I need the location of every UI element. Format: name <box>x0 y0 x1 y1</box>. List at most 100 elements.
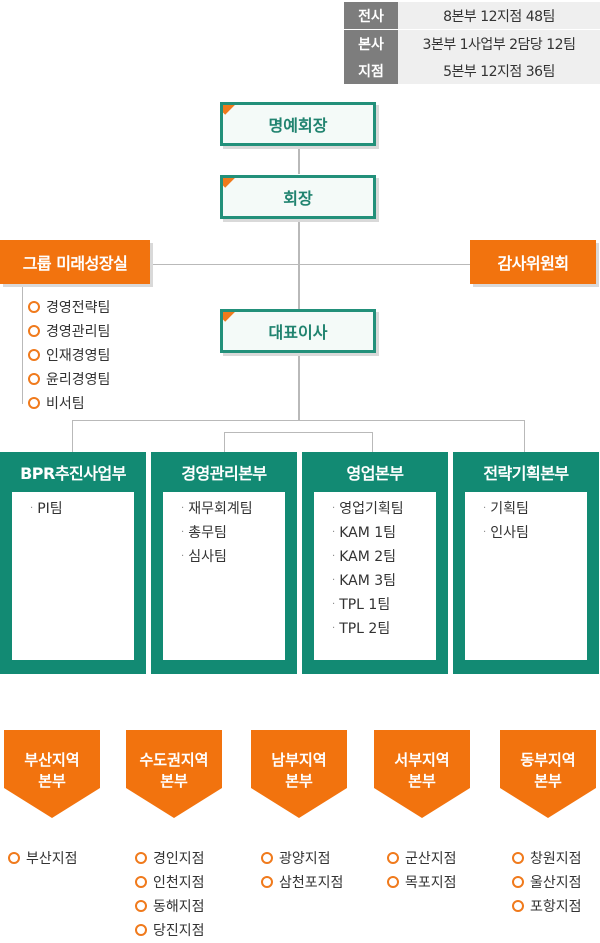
connector-line <box>72 420 524 421</box>
dot-bullet-icon: · <box>332 622 336 634</box>
circle-bullet-icon <box>387 876 399 888</box>
summary-key: 전사 <box>344 2 398 29</box>
division-team-label: TPL 1팀 <box>339 597 391 613</box>
branch-label: 경인지점 <box>153 851 205 867</box>
branch-label: 군산지점 <box>405 851 457 867</box>
dot-bullet-icon: · <box>332 598 336 610</box>
division-panel: ·영업기획팀 ·KAM 1팀 ·KAM 2팀 ·KAM 3팀 ·TPL 1팀 ·… <box>314 492 436 660</box>
branch-item: 군산지점 <box>387 848 457 868</box>
division-team-label: KAM 1팀 <box>339 525 397 541</box>
division-management: 경영관리본부 ·재무회계팀 ·총무팀 ·심사팀 <box>151 452 297 674</box>
circle-bullet-icon <box>512 876 524 888</box>
honorary-chairman-box: 명예회장 <box>220 102 376 146</box>
division-team-item: ·심사팀 <box>181 546 227 566</box>
dot-bullet-icon: · <box>332 550 336 562</box>
division-team-label: PI팀 <box>37 501 63 517</box>
ceo-team-label: 경영전략팀 <box>46 300 111 316</box>
circle-bullet-icon <box>512 900 524 912</box>
division-team-item: ·TPL 1팀 <box>332 594 390 614</box>
summary-row-headquarters: 본사 3본부 1사업부 2담당 12팀 <box>344 30 600 57</box>
chevron-shape <box>126 730 222 818</box>
ceo-team-label: 비서팀 <box>46 396 85 412</box>
branch-item: 당진지점 <box>135 920 205 940</box>
branch-item: 목포지점 <box>387 872 457 892</box>
branch-item: 울산지점 <box>512 872 582 892</box>
connector-line <box>150 264 470 265</box>
ceo-team-item: 윤리경영팀 <box>28 369 110 389</box>
circle-bullet-icon <box>28 373 40 385</box>
circle-bullet-icon <box>512 852 524 864</box>
branch-label: 목포지점 <box>405 875 457 891</box>
division-panel: ·PI팀 <box>12 492 134 660</box>
circle-bullet-icon <box>28 301 40 313</box>
chairman-label: 회장 <box>283 189 313 208</box>
circle-bullet-icon <box>8 852 20 864</box>
division-title: 영업본부 <box>346 464 404 483</box>
corner-flag-decoration <box>223 312 250 322</box>
division-panel: ·기획팀 ·인사팀 <box>465 492 587 660</box>
division-team-item: ·KAM 3팀 <box>332 570 396 590</box>
division-team-label: KAM 3팀 <box>339 573 397 589</box>
division-team-label: 영업기획팀 <box>339 501 404 517</box>
circle-bullet-icon <box>28 397 40 409</box>
circle-bullet-icon <box>135 900 147 912</box>
circle-bullet-icon <box>135 852 147 864</box>
division-team-label: 재무회계팀 <box>188 501 253 517</box>
circle-bullet-icon <box>28 349 40 361</box>
corner-flag-decoration <box>223 178 250 188</box>
summary-key: 지점 <box>344 57 398 84</box>
connector-line <box>298 146 300 174</box>
connector-line <box>372 432 373 452</box>
branch-item: 부산지점 <box>8 848 78 868</box>
division-title: BPR추진사업부 <box>20 464 126 483</box>
summary-key: 본사 <box>344 30 398 57</box>
branch-item: 동해지점 <box>135 896 205 916</box>
audit-committee-box: 감사위원회 <box>470 240 596 284</box>
ceo-team-label: 윤리경영팀 <box>46 372 111 388</box>
ceo-team-label: 경영관리팀 <box>46 324 111 340</box>
ceo-box: 대표이사 <box>220 309 376 353</box>
division-title: 전략기획본부 <box>483 464 569 483</box>
division-team-item: ·TPL 2팀 <box>332 618 390 638</box>
honorary-chairman-label: 명예회장 <box>268 116 328 135</box>
summary-value: 8본부 12지점 48팀 <box>398 2 600 29</box>
branch-item: 삼천포지점 <box>261 872 343 892</box>
division-team-item: ·인사팀 <box>483 522 529 542</box>
branch-label: 창원지점 <box>530 851 582 867</box>
ceo-team-item: 비서팀 <box>28 393 85 413</box>
branch-label: 당진지점 <box>153 923 205 939</box>
summary-value: 5본부 12지점 36팀 <box>398 57 600 84</box>
branch-label: 포항지점 <box>530 899 582 915</box>
division-team-item: ·재무회계팀 <box>181 498 253 518</box>
division-team-label: 총무팀 <box>188 525 227 541</box>
division-team-label: TPL 2팀 <box>339 621 391 637</box>
ceo-team-item: 경영전략팀 <box>28 297 110 317</box>
branch-label: 인천지점 <box>153 875 205 891</box>
branch-label: 삼천포지점 <box>279 875 344 891</box>
division-team-label: 심사팀 <box>188 549 227 565</box>
dot-bullet-icon: · <box>30 502 34 514</box>
division-team-label: 기획팀 <box>490 501 529 517</box>
branch-item: 창원지점 <box>512 848 582 868</box>
ceo-team-item: 경영관리팀 <box>28 321 110 341</box>
branch-item: 포항지점 <box>512 896 582 916</box>
division-sales: 영업본부 ·영업기획팀 ·KAM 1팀 ·KAM 2팀 ·KAM 3팀 ·TPL… <box>302 452 448 674</box>
branch-item: 인천지점 <box>135 872 205 892</box>
circle-bullet-icon <box>135 924 147 936</box>
corner-flag-decoration <box>223 105 250 115</box>
ceo-team-item: 인재경영팀 <box>28 345 110 365</box>
chevron-shape <box>374 730 470 818</box>
division-panel: ·재무회계팀 ·총무팀 ·심사팀 <box>163 492 285 660</box>
division-team-item: ·영업기획팀 <box>332 498 404 518</box>
future-strategy-office-label: 그룹 미래성장실 <box>22 254 128 273</box>
circle-bullet-icon <box>387 852 399 864</box>
connector-line <box>524 420 525 452</box>
